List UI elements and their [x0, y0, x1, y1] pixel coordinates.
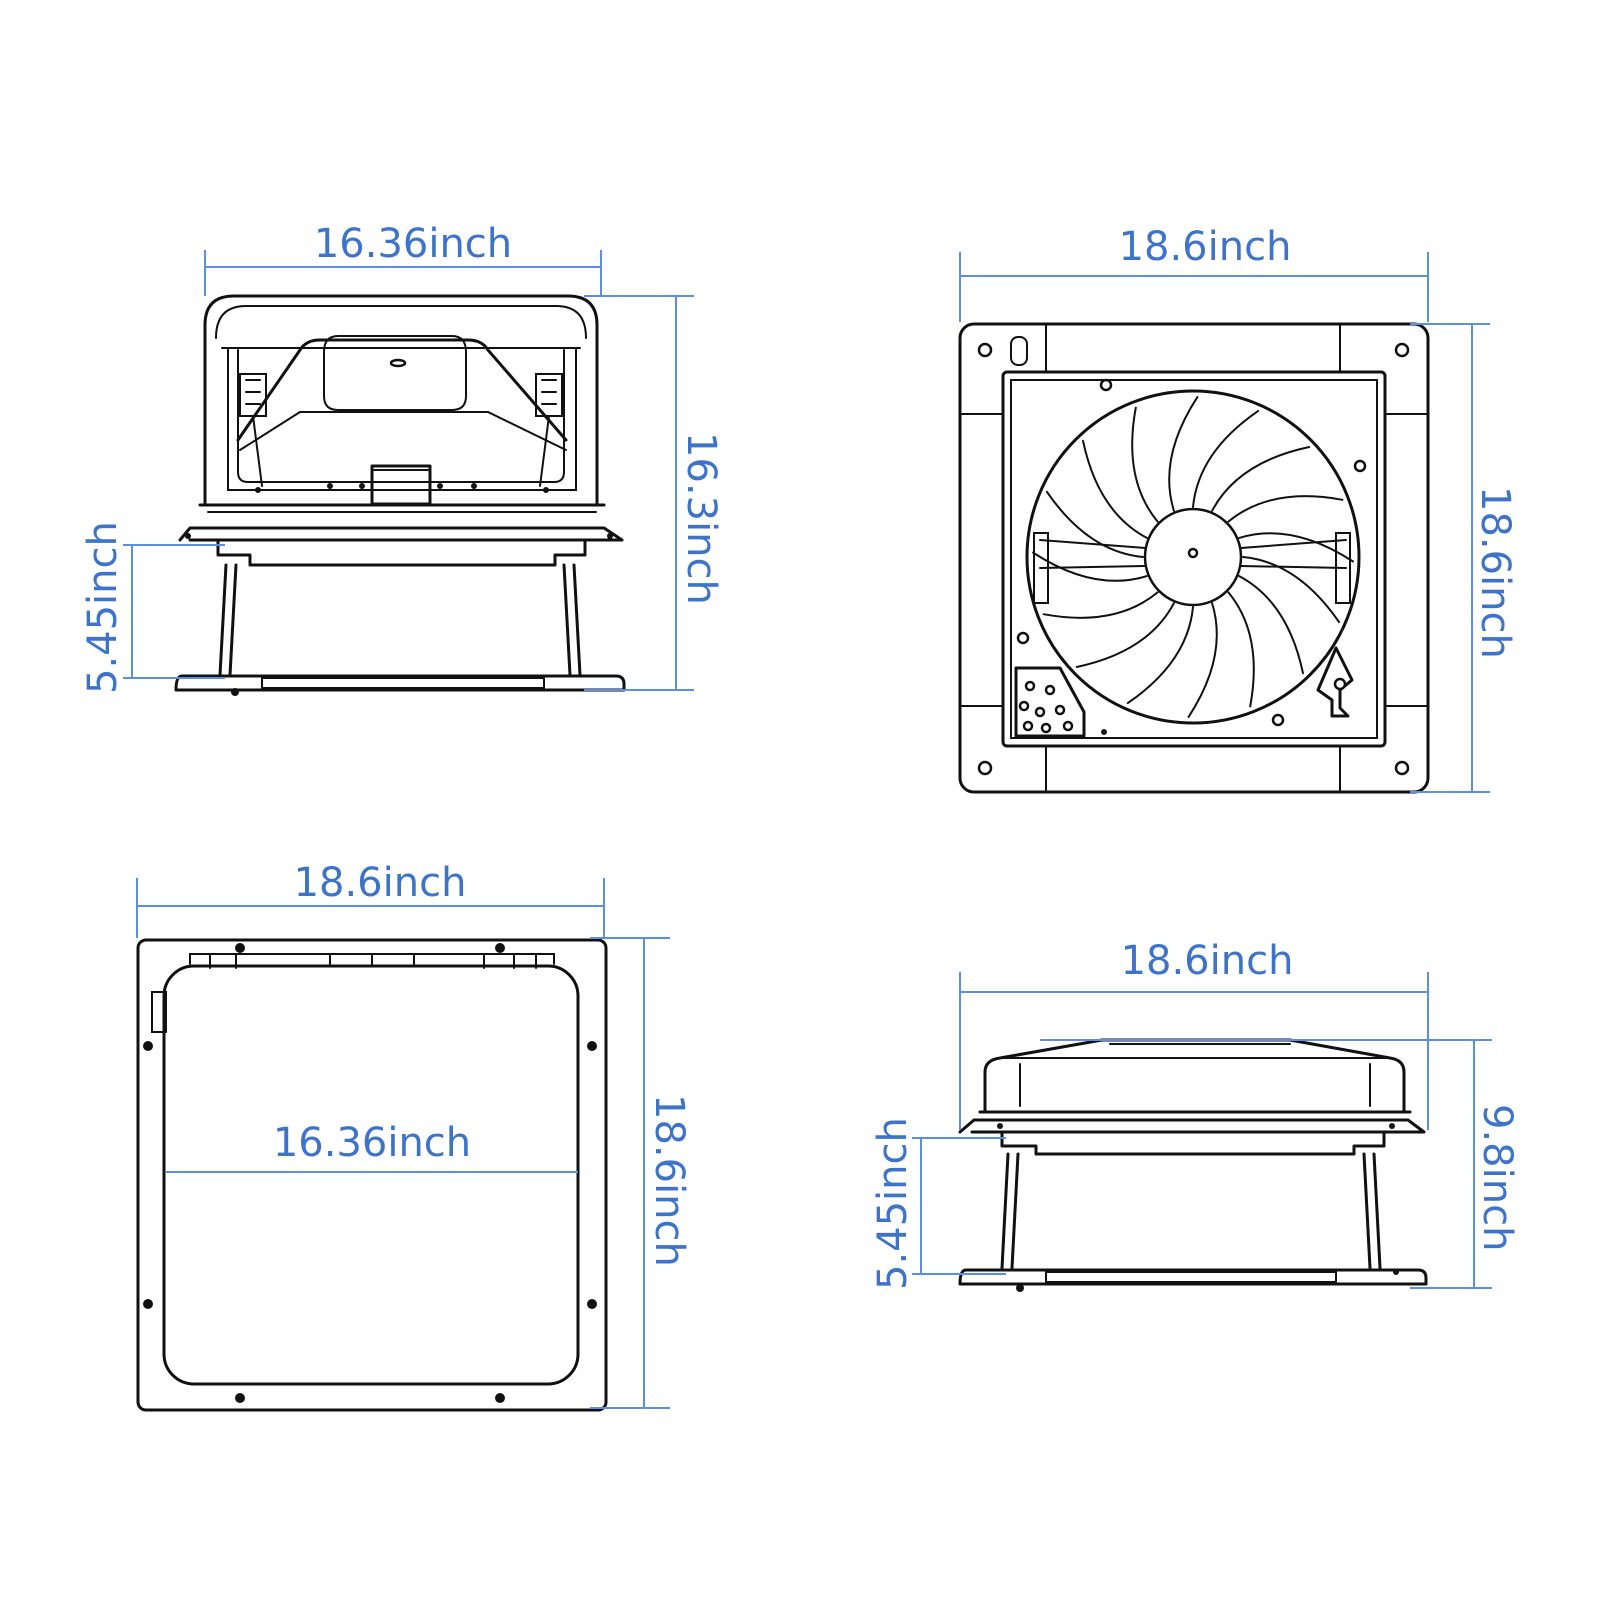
closed-lift-dimension: 5.45inch [870, 1117, 1006, 1290]
fan-blade [1126, 606, 1194, 705]
open-vent-drawing [174, 294, 626, 696]
fan-blade [1168, 396, 1199, 512]
fan-width-dimension: 18.6inch [959, 224, 1429, 322]
fan-blade [1192, 409, 1260, 508]
frame-width-dimension: 18.6inch [136, 860, 605, 938]
open-width-dimension: 16.36inch [204, 221, 602, 296]
fan-blade [1131, 406, 1159, 523]
fan-blade [1227, 591, 1255, 708]
closed-height-dimension: 9.8inch [1040, 1039, 1520, 1289]
fan-height-dimension: 18.6inch [1410, 323, 1518, 793]
fan-width-label: 18.6inch [1119, 224, 1292, 270]
closed-lift-label: 5.45inch [870, 1117, 916, 1290]
closed-side-view: 18.6inch 9.8inch 5.45inch [870, 938, 1520, 1292]
frame-drawing [136, 938, 608, 1412]
fan-blade [1032, 551, 1148, 582]
frame-width-label: 18.6inch [294, 860, 467, 906]
fan-blade [1227, 495, 1344, 523]
closed-height-label: 9.8inch [1474, 1104, 1520, 1251]
fan-blades [1032, 396, 1354, 718]
frame-inner-label: 16.36inch [273, 1120, 471, 1166]
open-width-label: 16.36inch [314, 221, 512, 267]
closed-width-dimension: 18.6inch [959, 938, 1429, 1130]
frame-height-dimension: 18.6inch [590, 937, 692, 1409]
fan-height-label: 18.6inch [1472, 486, 1518, 659]
fan-blade [1187, 602, 1218, 718]
fan-blade [1045, 490, 1144, 558]
fan-blade [1211, 446, 1311, 512]
fan-blade [1075, 602, 1175, 668]
fan-blade [1238, 575, 1304, 675]
open-height-dimension: 16.3inch [584, 295, 724, 691]
closed-width-label: 18.6inch [1121, 938, 1294, 984]
frame-height-label: 18.6inch [646, 1094, 692, 1267]
open-lift-dimension: 5.45inch [80, 521, 225, 694]
frame-bottom-view: 18.6inch 16.36inch 18.6inch [136, 860, 692, 1412]
open-height-label: 16.3inch [678, 432, 724, 605]
fan-blade [1242, 556, 1341, 624]
fan-vent-drawing [958, 322, 1430, 794]
open-side-view: 16.36inch 16.3inch 5.45inch [80, 221, 724, 696]
fan-blade [1238, 532, 1354, 563]
fan-top-view: 18.6inch 18.6inch [958, 224, 1518, 794]
fan-blade [1082, 439, 1148, 539]
closed-vent-drawing [958, 1038, 1428, 1292]
frame-inner-dimension: 16.36inch [165, 1120, 578, 1173]
fan-blade [1042, 591, 1159, 619]
open-lift-label: 5.45inch [80, 521, 126, 694]
